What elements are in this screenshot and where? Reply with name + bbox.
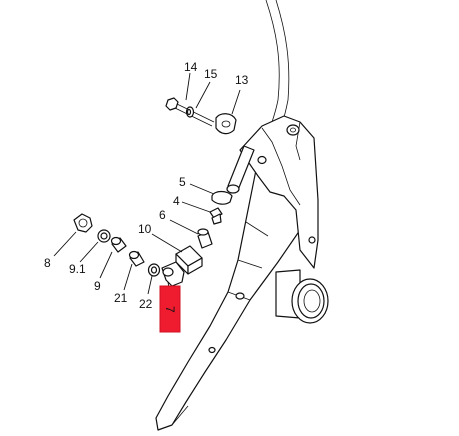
- clamp-part-13: [215, 113, 237, 135]
- callout-5[interactable]: 5: [179, 175, 186, 189]
- sleeve-part-9: [110, 236, 127, 253]
- callout-6[interactable]: 6: [159, 208, 166, 222]
- callout-4[interactable]: 4: [173, 194, 180, 208]
- bushing-part-21: [128, 250, 145, 267]
- callout-9[interactable]: 9: [94, 279, 101, 293]
- callout-7[interactable]: 7: [163, 306, 177, 313]
- pedal-arm: [155, 115, 329, 431]
- callout-14[interactable]: 14: [184, 60, 198, 74]
- adapter-part-6: [197, 228, 213, 249]
- callout-15[interactable]: 15: [204, 67, 218, 81]
- callout-22[interactable]: 22: [139, 297, 153, 311]
- callout-21[interactable]: 21: [114, 291, 128, 305]
- washer-part-22: [147, 263, 161, 277]
- hose: [265, 0, 290, 125]
- bolt-part-14: [165, 97, 215, 127]
- clip-part-5: [211, 190, 233, 205]
- washer-part-9-1: [97, 229, 111, 243]
- callout-13[interactable]: 13: [235, 73, 249, 87]
- nut-part-8: [73, 213, 93, 233]
- highlight-marker-7[interactable]: [159, 285, 181, 333]
- block-part-10: [175, 245, 203, 275]
- callout-9-1[interactable]: 9.1: [69, 262, 86, 276]
- callout-labels: 14 15 13 5 4 6 10 8 9.1 9 21 22 7: [44, 60, 249, 313]
- elbow-part-7: [161, 261, 185, 287]
- callout-8[interactable]: 8: [44, 256, 51, 270]
- callout-10[interactable]: 10: [138, 222, 152, 236]
- leader-lines: [53, 72, 241, 295]
- fitting-part-4: [209, 207, 223, 225]
- hose-fitting: [226, 145, 255, 194]
- washer-part-15: [185, 106, 195, 118]
